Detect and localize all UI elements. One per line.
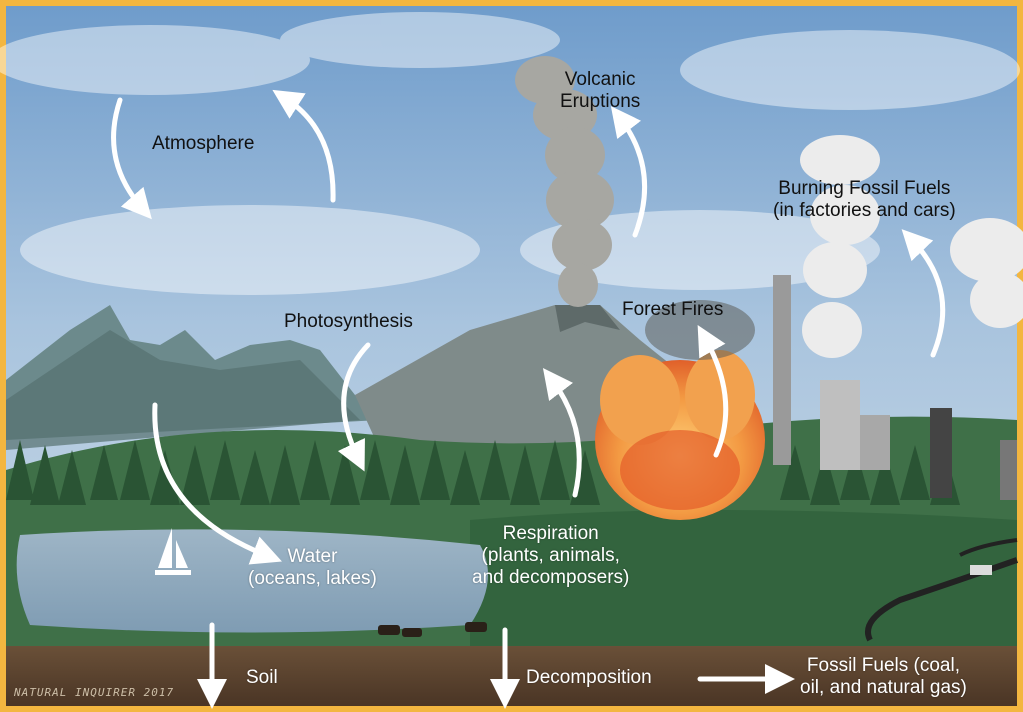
car [970, 565, 992, 575]
label-burning-fossil-fuels: Burning Fossil Fuels(in factories and ca… [773, 178, 956, 222]
credit-signature: NATURAL INQUIRER 2017 [14, 686, 174, 699]
label-fossil-fuels: Fossil Fuels (coal,oil, and natural gas) [800, 655, 967, 699]
label-forest-fires: Forest Fires [622, 299, 723, 321]
label-photosynthesis: Photosynthesis [284, 311, 413, 333]
label-volcanic-eruptions: VolcanicEruptions [560, 69, 640, 113]
label-soil: Soil [246, 667, 278, 689]
label-decomposition: Decomposition [526, 667, 652, 689]
label-atmosphere: Atmosphere [152, 133, 254, 155]
label-water: Water(oceans, lakes) [248, 546, 377, 590]
label-respiration: Respiration(plants, animals,and decompos… [472, 523, 629, 589]
